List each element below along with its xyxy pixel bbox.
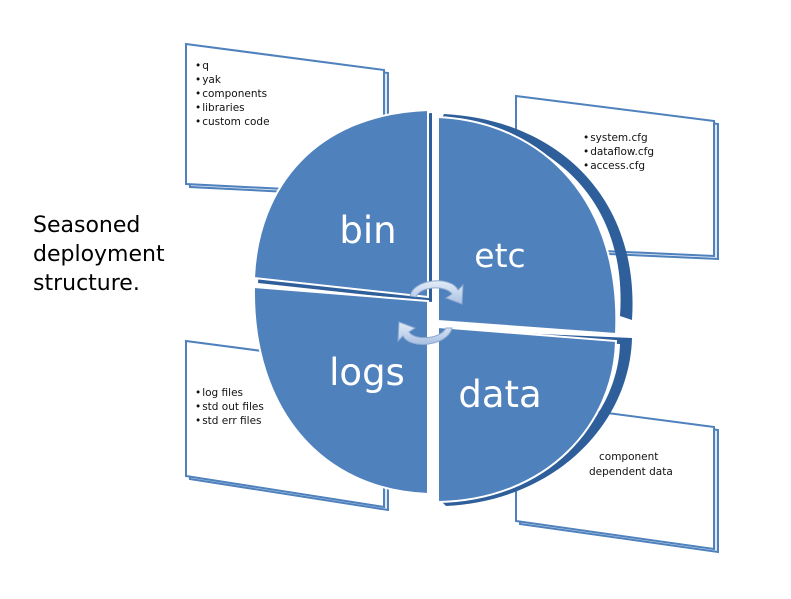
etc-note: system.cfg dataflow.cfg access.cfg xyxy=(583,131,654,173)
data-note-line-2: dependent data xyxy=(589,466,673,478)
logs-note: log files std out files std err files xyxy=(195,386,264,428)
diagram-caption: Seasoned deployment structure. xyxy=(33,211,193,298)
caption-line-3: structure. xyxy=(33,271,140,296)
bin-label: bin xyxy=(339,209,396,252)
data-note: component dependent data xyxy=(589,450,673,480)
bin-note: q yak components libraries custom code xyxy=(195,59,270,129)
bin-note-item: yak xyxy=(195,73,270,87)
etc-note-item: access.cfg xyxy=(583,159,654,173)
bin-note-item: components xyxy=(195,87,270,101)
caption-line-2: deployment xyxy=(33,242,165,267)
bin-note-item: q xyxy=(195,59,270,73)
bin-note-item: libraries xyxy=(195,101,270,115)
data-label: data xyxy=(458,373,541,416)
etc-note-item: system.cfg xyxy=(583,131,654,145)
data-note-line-1: component xyxy=(599,451,659,463)
etc-segment xyxy=(437,115,618,336)
bin-segment xyxy=(252,108,432,302)
logs-note-item: std err files xyxy=(195,414,264,428)
caption-line-1: Seasoned xyxy=(33,213,141,238)
data-segment xyxy=(437,325,618,504)
etc-note-item: dataflow.cfg xyxy=(583,145,654,159)
logs-note-item: log files xyxy=(195,386,264,400)
logs-segment xyxy=(252,285,429,496)
logs-note-item: std out files xyxy=(195,400,264,414)
etc-label: etc xyxy=(474,236,525,275)
logs-label: logs xyxy=(329,351,405,394)
bin-note-item: custom code xyxy=(195,115,269,129)
cycle-arrows-icon xyxy=(397,280,464,345)
